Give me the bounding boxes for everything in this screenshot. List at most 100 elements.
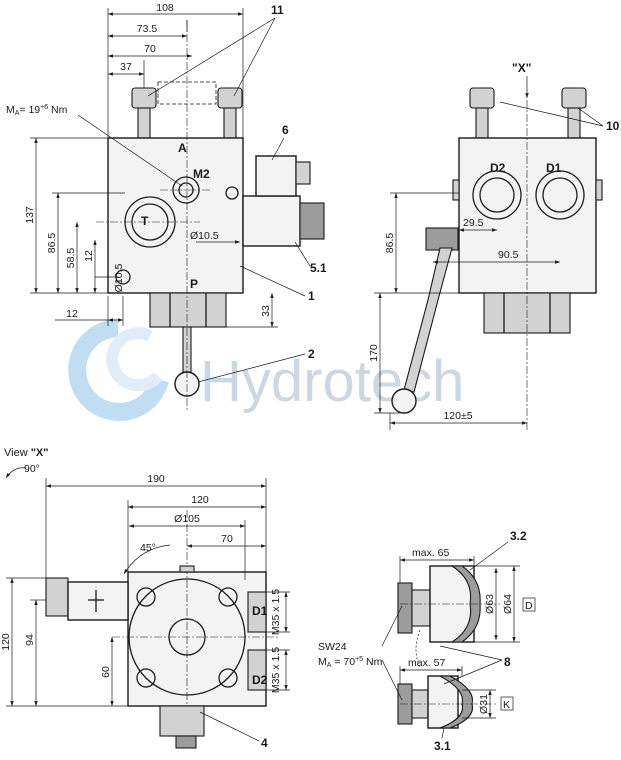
dim-10-5-horizontal: Ø10.5 [190,230,219,242]
dim-108: 108 [156,2,174,14]
callout-1: 1 [308,289,315,303]
bottom-nut [149,292,227,328]
dim-73-5: 73.5 [137,23,158,35]
lever-pivot [425,227,459,251]
callout-3-2: 3.2 [510,529,527,543]
connector-gland [295,161,311,185]
dim-120-vertical: 120 [0,633,12,651]
top-solenoid-coil [67,581,129,621]
dim-29-5: 29.5 [463,217,484,229]
top-view: View "X" 90° D1 D2 190 120 [0,447,290,750]
bolt-hole-bl [136,668,156,688]
rotation-label: 90° [24,463,40,475]
dim-ø63: Ø63 [484,594,496,614]
dim-94: 94 [24,634,36,646]
solenoid-nut [299,202,325,240]
callout-4: 4 [261,736,268,750]
dim-90-5: 90.5 [498,249,519,261]
port-label-m2: M2 [193,167,210,181]
dim-37: 37 [120,61,132,73]
valve-body-front [107,137,244,294]
d1-boss [247,591,267,633]
port-label-p: P [190,277,198,291]
dim-ø105: Ø105 [174,513,200,525]
dim-45-degrees: 45° [140,542,156,554]
detail-torque-label: MA = 70+5 Nm [318,656,383,669]
d2-boss [247,649,267,691]
side-bolt-head-left [469,87,495,109]
dim-120-pm-5: 120±5 [443,410,472,422]
thread-m35-d1: M35 x 1.5 [270,589,282,635]
dim-12-vertical: 12 [83,250,95,262]
dim-70-top: 70 [221,533,233,545]
dim-170: 170 [368,344,380,362]
bolt-hole-tr [218,587,238,607]
solenoid-coil [242,195,301,247]
top-solenoid-nut [45,577,69,617]
front-view: 108 73.5 70 37 MA= 19+6 Nm 137 86.5 58.5… [6,2,327,410]
callout-10: 10 [606,119,620,133]
bolt-head-right [217,87,243,109]
fitting-cap [439,675,474,729]
thread-m35-d2: M35 x 1.5 [270,647,282,693]
side-bolt-head-right [561,87,587,109]
box-d-label: D [525,600,533,612]
callout-2: 2 [308,347,315,361]
side-lever-arm [403,247,453,393]
dim-137: 137 [24,206,36,224]
valve-body-top [127,571,267,707]
view-title: View "X" [4,447,48,459]
bolt-shank-right [223,107,237,139]
box-k [500,696,514,711]
callout-11: 11 [271,3,284,17]
watermark-text: Hydrotech [200,349,464,414]
connector-plug [255,155,297,197]
bolt-head-left [131,87,157,109]
dim-86-5-side: 86.5 [384,233,396,254]
dim-86-5: 86.5 [46,233,58,254]
stem-housing [159,705,205,737]
watermark-logo-icon [68,319,169,421]
port-label-d1-top: D1 [252,604,268,618]
callout-6: 6 [282,123,289,137]
fitting-nut-upper [397,582,413,634]
dim-ø64: Ø64 [502,594,514,614]
port-label-d2-side: D2 [490,161,506,175]
callout-3-1: 3.1 [434,739,451,753]
callout-8: 8 [504,655,511,669]
dim-12-horizontal: 12 [66,308,78,320]
side-view: "X" D2 D1 86.5 29.5 90.5 [368,61,620,430]
sw24-label: SW24 [318,641,347,653]
port-d2-side [472,170,522,220]
port-label-a: A [178,141,187,155]
bolt-shank-left [137,107,151,139]
detail-view: max. 65 Ø63 Ø64 D 3.2 max. 57 Ø31 K SW24… [318,529,536,753]
callout-5-1: 5.1 [310,261,327,275]
dim-120-horizontal: 120 [191,494,209,506]
dim-190: 190 [147,473,165,485]
bolt-hole-tl [136,587,156,607]
small-hole-upper [225,186,239,200]
dim-ø31: Ø31 [478,694,490,714]
dim-10-5-vertical: Ø10.5 [113,264,125,293]
fitting-cover [450,565,481,643]
port-label-t: T [141,214,149,228]
bolt-hole-br [218,668,238,688]
dim-70: 70 [144,43,156,55]
side-lever-knob [391,388,417,414]
dim-60: 60 [100,666,112,678]
dim-33: 33 [260,305,272,317]
rotate-arrow-icon [5,467,27,479]
port-d1-side [535,170,585,220]
port-label-d2-top: D2 [252,673,268,687]
valve-body-side [458,137,597,294]
box-k-label: K [503,699,510,711]
dim-max-65: max. 65 [412,547,450,559]
dim-max-57: max. 57 [408,657,446,669]
dim-58-5: 58.5 [65,248,77,269]
view-x-marker: "X" [512,61,531,75]
stem-cap [175,735,197,749]
port-label-d1-side: D1 [546,161,562,175]
torque-label: MA= 19+6 Nm [6,104,68,117]
